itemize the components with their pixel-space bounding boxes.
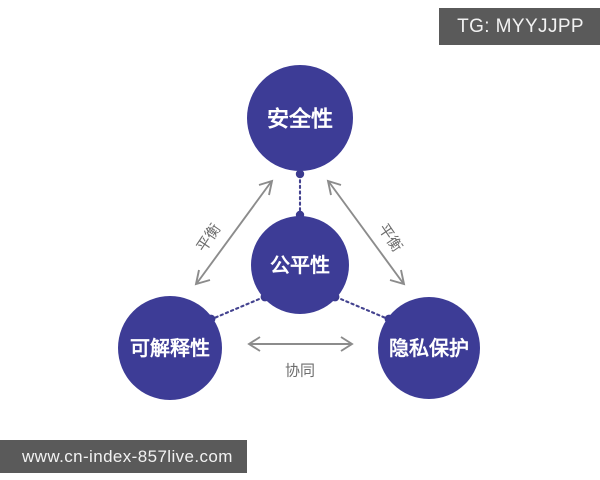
node-fairness[interactable]: 公平性: [251, 216, 349, 314]
connector-fairness-interpretability: [210, 295, 266, 321]
arrow-head-up-left: [326, 179, 342, 196]
tg-watermark-badge: TG: MYYJJPP: [439, 8, 600, 45]
node-fairness-circle[interactable]: [251, 216, 349, 314]
node-interpretability[interactable]: 可解释性: [118, 296, 222, 400]
arrow-bottom-synergy: [247, 336, 354, 352]
arrow-head-right: [340, 336, 354, 352]
node-security[interactable]: 安全性: [247, 65, 353, 171]
arrow-head-left: [247, 336, 261, 352]
node-fairness-label: 公平性: [270, 254, 330, 277]
node-privacy-label: 隐私保护: [389, 336, 469, 360]
arrow-head-down-right: [389, 269, 406, 286]
arrow-label-left-balance: 平衡: [194, 221, 225, 255]
node-interpretability-circle[interactable]: [118, 296, 222, 400]
node-security-label: 安全性: [267, 107, 333, 132]
arrow-head-down-left: [194, 269, 211, 286]
connector-endpoint-dot: [295, 169, 305, 179]
arrow-left-balance: [194, 179, 274, 286]
node-security-circle[interactable]: [247, 65, 353, 171]
arrow-label-bottom-synergy: 协同: [285, 363, 315, 380]
node-privacy-circle[interactable]: [378, 297, 480, 399]
arrow-right-balance: [326, 179, 406, 286]
arrow-head-up-right: [258, 179, 274, 196]
arrow-left-balance-shaft: [196, 181, 272, 284]
arrow-group: [194, 179, 406, 352]
connector-fairness-privacy: [334, 295, 390, 321]
site-watermark-badge: www.cn-index-857live.com: [0, 440, 247, 473]
node-privacy[interactable]: 隐私保护: [378, 297, 480, 399]
arrow-right-balance-shaft: [328, 181, 404, 284]
node-interpretability-label: 可解释性: [130, 336, 210, 360]
